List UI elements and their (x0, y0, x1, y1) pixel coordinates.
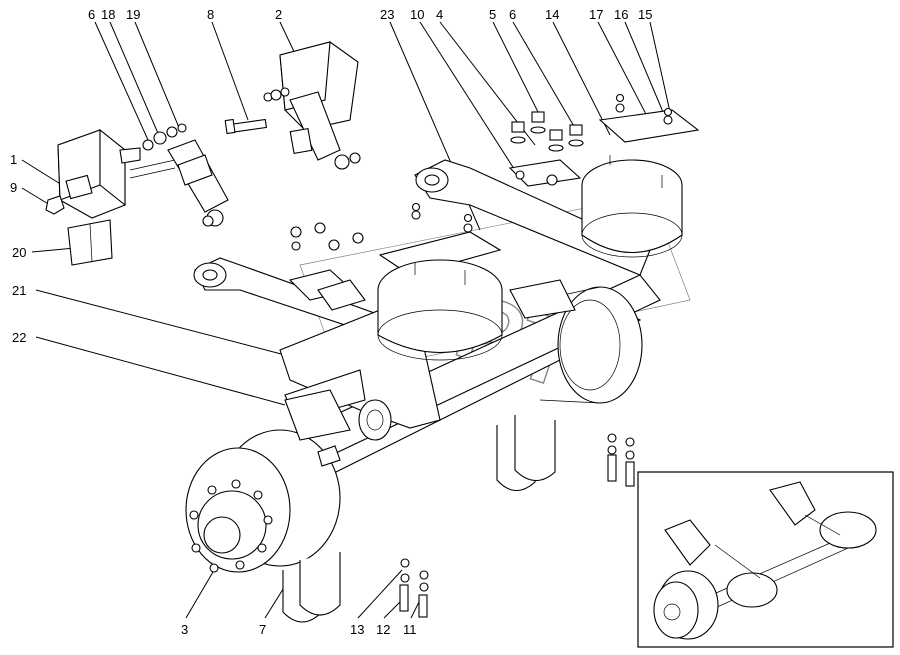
callout-20: 20 (12, 245, 26, 260)
pin-bolt-8 (224, 118, 268, 135)
callout-6-right: 6 (509, 7, 516, 22)
assembled-view-inset (637, 471, 894, 648)
left-brake-chamber (284, 389, 392, 441)
callout-16: 16 (614, 7, 628, 22)
callout-11: 11 (403, 622, 417, 637)
callout-8: 8 (207, 7, 214, 22)
callout-3: 3 (181, 622, 188, 637)
upper-bracket-2 (263, 41, 361, 170)
callout-21: 21 (12, 283, 26, 298)
callout-22: 22 (12, 330, 26, 345)
callout-4: 4 (436, 7, 443, 22)
callout-23: 23 (380, 7, 394, 22)
u-bolt-right (496, 415, 556, 492)
callout-12: 12 (376, 622, 390, 637)
left-wheel-hub (185, 429, 341, 573)
callout-17: 17 (589, 7, 603, 22)
callout-15: 15 (638, 7, 652, 22)
upper-fasteners (508, 111, 584, 187)
center-fasteners (288, 202, 473, 311)
callout-2: 2 (275, 7, 282, 22)
callout-6-left: 6 (88, 7, 95, 22)
callout-labels: 1 9 20 21 22 6 18 19 8 2 23 10 4 5 6 14 … (10, 7, 652, 637)
wheel-studs (189, 479, 273, 573)
u-bolt-left (282, 552, 341, 623)
callout-1: 1 (10, 152, 17, 167)
right-trailing-arm (414, 159, 651, 276)
callout-19: 19 (126, 7, 140, 22)
left-shock-absorber (142, 123, 229, 227)
callout-7: 7 (259, 622, 266, 637)
callout-13: 13 (350, 622, 364, 637)
callout-10: 10 (410, 7, 424, 22)
right-brake-drum (509, 279, 643, 404)
leader-lines (21, 21, 671, 619)
callout-5: 5 (489, 7, 496, 22)
left-air-spring (377, 231, 503, 361)
lower-fasteners (399, 433, 635, 618)
left-bracket-assembly (45, 128, 176, 266)
callout-18: 18 (101, 7, 115, 22)
callout-14: 14 (545, 7, 559, 22)
callout-9: 9 (10, 180, 17, 195)
right-air-spring (581, 93, 700, 258)
